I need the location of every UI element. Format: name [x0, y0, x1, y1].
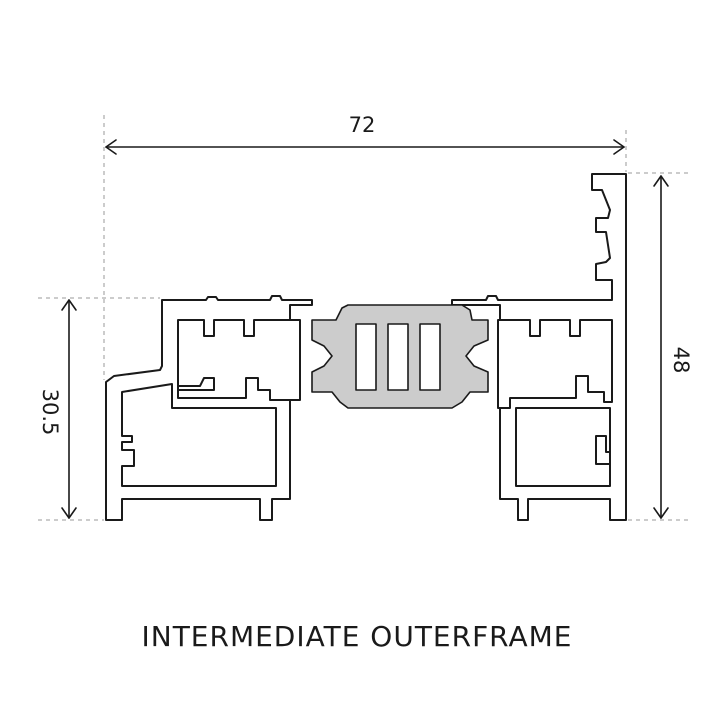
- right-lower-chamber: [515, 407, 611, 487]
- left-lower-chamber: [121, 383, 277, 487]
- thermal-break: [311, 304, 489, 409]
- profile-outline: [105, 173, 627, 521]
- left-upper-chamber: [177, 319, 301, 401]
- extension-lines: [38, 115, 690, 521]
- height-left-dimension-label: 30.5: [38, 389, 62, 436]
- thermal-break-slot-3: [419, 323, 441, 391]
- thermal-break-slot-1: [355, 323, 377, 391]
- right-small-slot: [595, 435, 611, 465]
- width-dimension-label: 72: [349, 113, 376, 137]
- height-right-dimension-label: 48: [669, 347, 693, 374]
- thermal-break-slot-2: [387, 323, 409, 391]
- drawing-caption: INTERMEDIATE OUTERFRAME: [141, 620, 573, 653]
- right-upper-chamber: [497, 319, 613, 409]
- dimension-lines: [61, 139, 669, 519]
